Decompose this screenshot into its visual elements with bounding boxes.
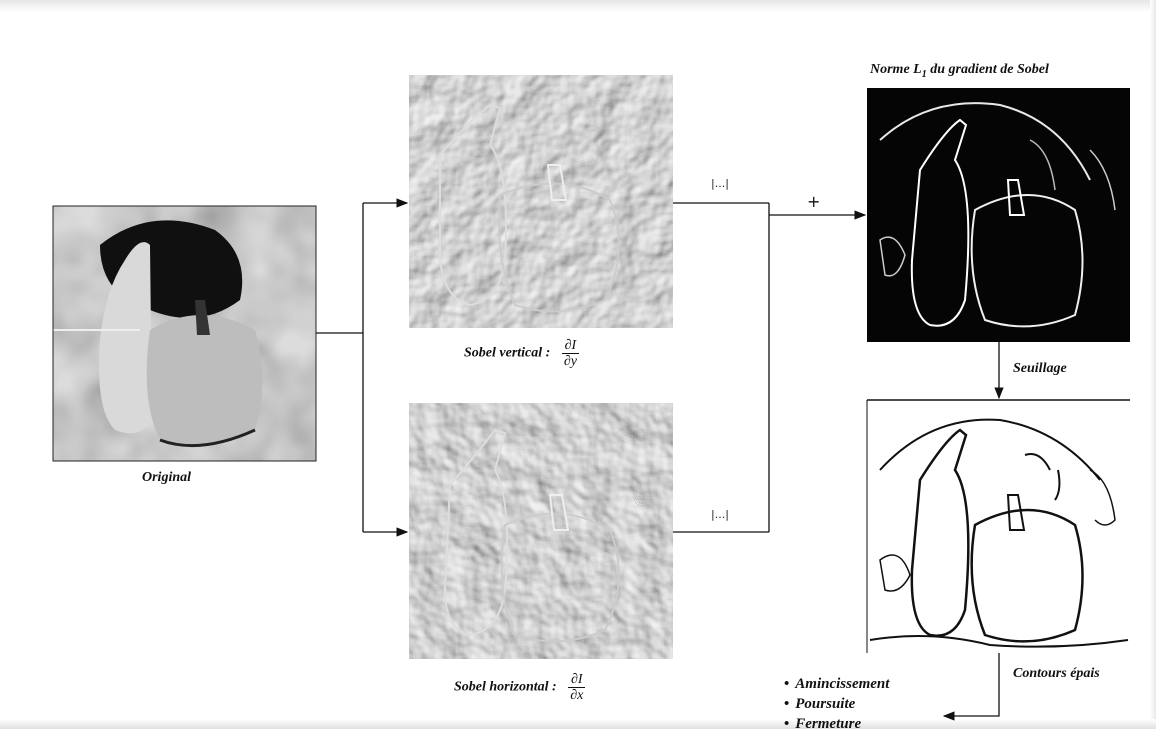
partial-derivative-y: ∂I ∂y: [562, 338, 579, 369]
threshold-label: Seuillage: [1013, 361, 1067, 377]
sobel-horizontal-label: Sobel horizontal : ∂I ∂x: [454, 672, 585, 703]
sobel-vertical-text: Sobel vertical :: [464, 346, 550, 361]
norm-prefix: Norme L: [870, 62, 922, 77]
partial-derivative-x: ∂I ∂x: [568, 672, 585, 703]
gradient-norm-label: Norme L1 du gradient de Sobel: [870, 62, 1049, 80]
sobel-vertical-image: [409, 75, 673, 328]
norm-suffix: du gradient de Sobel: [927, 62, 1049, 77]
thick-contours-label: Contours épais: [1013, 666, 1100, 682]
arrow-to-steps: [944, 653, 999, 716]
step-item: Poursuite: [784, 694, 889, 714]
abs-value-top: |...|: [711, 177, 729, 190]
original-image: [53, 206, 316, 461]
original-label: Original: [142, 470, 191, 486]
frac-num: ∂I: [568, 672, 585, 688]
sobel-horizontal-text: Sobel horizontal :: [454, 680, 557, 695]
frac-den: ∂x: [568, 688, 585, 703]
sobel-horizontal-image: [409, 403, 673, 659]
sum-sign: +: [807, 192, 820, 211]
frac-num: ∂I: [562, 338, 579, 354]
step-item: Fermeture: [784, 714, 889, 729]
thick-contours-image: [867, 400, 1130, 653]
frac-den: ∂y: [562, 354, 579, 369]
gradient-norm-image: [867, 88, 1130, 342]
step-item: Amincissement: [784, 674, 889, 694]
post-processing-steps: Amincissement Poursuite Fermeture: [784, 674, 889, 729]
sobel-vertical-label: Sobel vertical : ∂I ∂y: [464, 338, 579, 369]
abs-value-bottom: |...|: [711, 508, 729, 521]
